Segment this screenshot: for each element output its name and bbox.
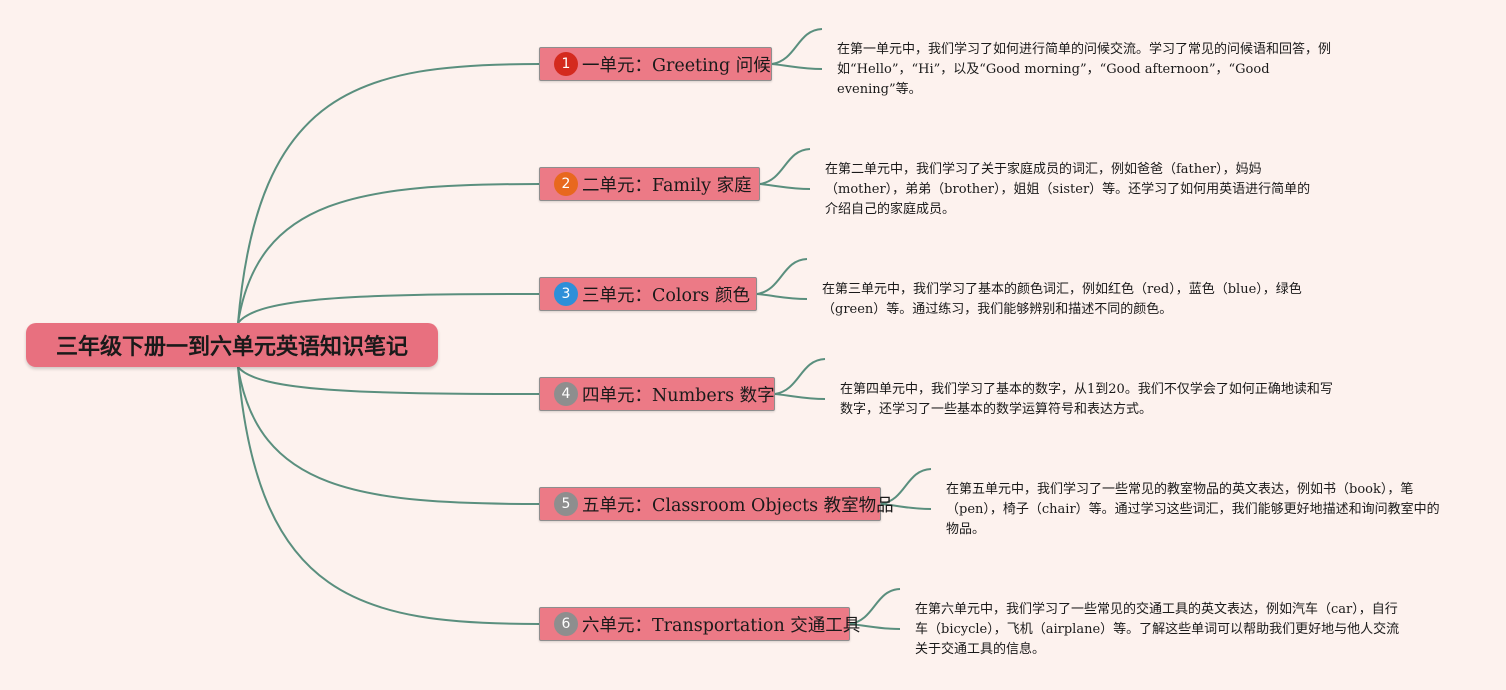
unit-2-number-badge: 2 [554, 172, 578, 196]
unit-3-title: 三单元：Colors 颜色 [582, 285, 750, 306]
unit-5-note[interactable]: 在第五单元中，我们学习了一些常见的教室物品的英文表达，例如书（book），笔（p… [946, 482, 1440, 537]
bracket-bottom-5 [880, 503, 932, 510]
connector-root-to-unit-5 [237, 366, 540, 505]
unit-2-note[interactable]: 在第二单元中，我们学习了关于家庭成员的词汇，例如爸爸（father），妈妈（mo… [825, 162, 1311, 217]
unit-1-note[interactable]: 在第一单元中，我们学习了如何进行简单的问候交流。学习了常见的问候语和回答，例如“… [837, 42, 1332, 97]
bracket-top-3 [756, 258, 808, 295]
unit-3-note[interactable]: 在第三单元中，我们学习了基本的颜色词汇，例如红色（red），蓝色（blue），绿… [822, 282, 1302, 317]
unit-3-number-badge: 3 [554, 282, 578, 306]
unit-6-note[interactable]: 在第六单元中，我们学习了一些常见的交通工具的英文表达，例如汽车（car），自行车… [915, 602, 1400, 657]
unit-1-number-badge: 1 [554, 52, 578, 76]
connector-root-to-unit-6 [237, 366, 540, 625]
unit-5-title: 五单元：Classroom Objects 教室物品 [582, 495, 894, 516]
bracket-top-4 [774, 358, 826, 395]
unit-1-title: 一单元：Greeting 问候 [582, 55, 771, 76]
bracket-bottom-4 [774, 393, 826, 400]
connector-root-to-unit-2 [237, 183, 540, 324]
bracket-top-1 [771, 28, 823, 65]
connector-root-to-unit-1 [237, 63, 540, 324]
connector-root-to-unit-4 [237, 366, 540, 395]
bracket-bottom-2 [759, 183, 811, 190]
bracket-top-6 [849, 588, 901, 625]
unit-4-title: 四单元：Numbers 数字 [582, 385, 775, 406]
unit-2-title: 二单元：Family 家庭 [582, 175, 752, 196]
central-topic[interactable]: 三年级下册一到六单元英语知识笔记 [26, 323, 438, 367]
bracket-bottom-6 [849, 623, 901, 630]
unit-5-number-badge: 5 [554, 492, 578, 516]
unit-4-note[interactable]: 在第四单元中，我们学习了基本的数字，从1到20。我们不仅学会了如何正确地读和写数… [840, 382, 1333, 417]
unit-4-number-badge: 4 [554, 382, 578, 406]
bracket-bottom-3 [756, 293, 808, 300]
unit-6-number-badge: 6 [554, 612, 578, 636]
bracket-top-5 [880, 468, 932, 505]
bracket-bottom-1 [771, 63, 823, 70]
unit-6-title: 六单元：Transportation 交通工具 [582, 615, 861, 636]
connector-root-to-unit-3 [237, 293, 540, 324]
bracket-top-2 [759, 148, 811, 185]
